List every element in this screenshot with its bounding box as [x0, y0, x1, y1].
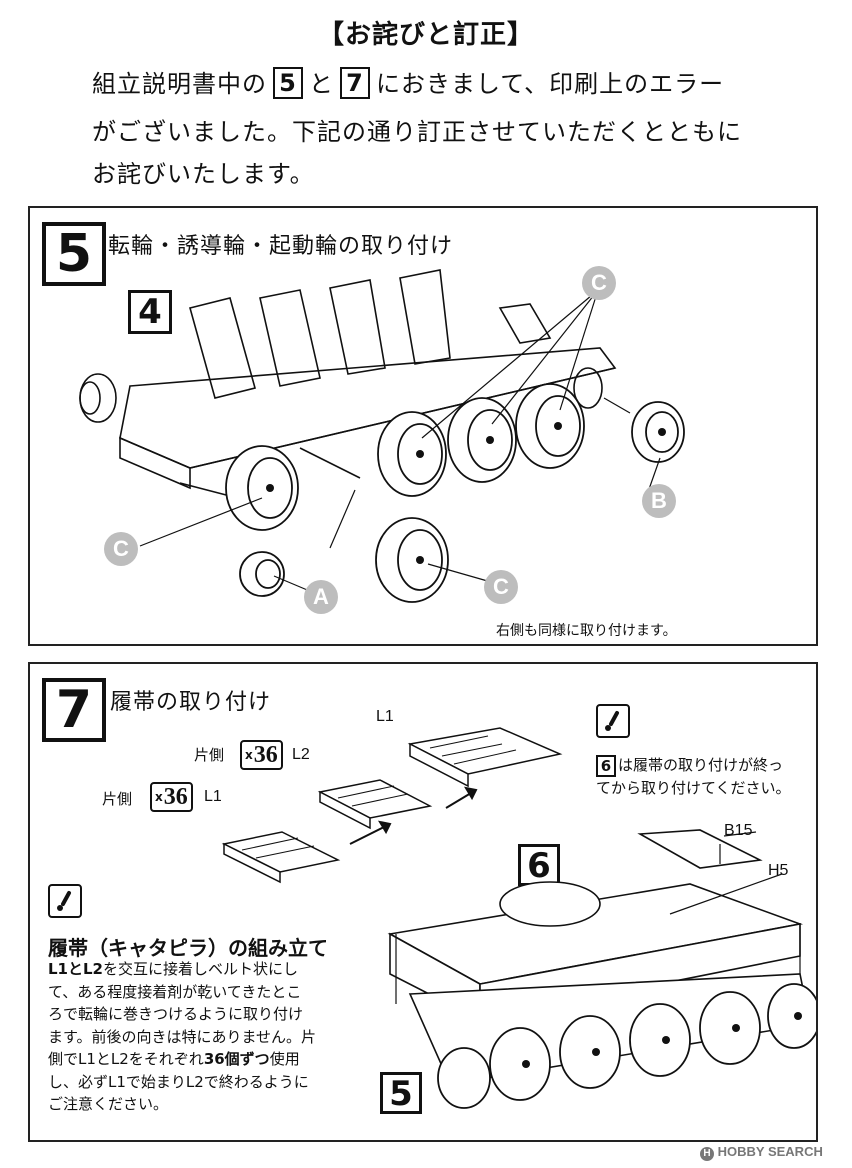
step-5-number: 5: [42, 222, 106, 286]
instruction-line-5c: 使用: [269, 1050, 300, 1068]
instruction-line-7: ご注意ください。: [48, 1095, 169, 1113]
instruction-line-1-text: を交互に接着しベルト状にし: [103, 960, 299, 978]
part-callout-b: B: [642, 484, 676, 518]
instruction-line-3: ろで転輪に巻きつけるように取り付け: [48, 1005, 304, 1023]
caution-icon-1: [596, 704, 630, 738]
intro-line-3: お詫びいたします。: [92, 160, 315, 188]
part-label-h5: H5: [768, 862, 789, 879]
sub-step-5: 5: [380, 1072, 422, 1114]
intro-step-box-7: 7: [340, 67, 370, 99]
instruction-parts-l1-l2: L1とL2: [48, 960, 103, 978]
step-7-number: 7: [42, 678, 106, 742]
caution-badge-6: 6: [596, 754, 616, 777]
count-value: 36: [253, 741, 278, 768]
intro-text-1: 組立説明書中の: [92, 70, 267, 98]
part-callout-a: A: [304, 580, 338, 614]
per-side-label-l1: 片側: [102, 790, 133, 808]
instruction-line-2: て、ある程度接着剤が乾いてきたとこ: [48, 982, 302, 1001]
intro-text-mid: と: [309, 70, 334, 98]
step-7-heading: 履帯の取り付け: [110, 690, 272, 715]
step-5-note: 右側も同様に取り付けます。: [496, 623, 677, 639]
assembly-title: 履帯（キャタピラ）の組み立て: [48, 936, 328, 960]
part-label-l2: L2: [292, 746, 310, 763]
caution-glyph: [57, 891, 71, 911]
page-title: 【お詫びと訂正】: [317, 20, 534, 50]
per-side-label-l2: 片側: [194, 746, 225, 764]
step-5-heading: 転輪・誘導輪・起動輪の取り付け: [108, 234, 454, 259]
intro-line-2: がございました。下記の通り訂正させていただくとともに: [92, 118, 742, 146]
instruction-line-4: ます。前後の向きは特にありません。片: [48, 1027, 317, 1046]
instruction-line-1: L1とL2を交互に接着しベルト状にし: [48, 958, 378, 981]
sub-step-4: 4: [128, 290, 172, 334]
watermark-text: HOBBY SEARCH: [717, 1144, 823, 1159]
part-label-l1: L1: [204, 788, 222, 805]
instruction-line-5: 側でL1とL2をそれぞれ36個ずつ使用: [48, 1048, 378, 1071]
caution-note-1-line1: は履帯の取り付けが終っ: [618, 756, 784, 774]
intro-text-2: におきまして、印刷上のエラー: [376, 70, 725, 98]
part-callout-c-left: C: [104, 532, 138, 566]
count-prefix: x: [245, 748, 253, 762]
caution-icon-2: [48, 884, 82, 918]
tank-illustration: [387, 829, 816, 1109]
count-prefix: x: [155, 790, 163, 804]
watermark: H HOBBY SEARCH: [700, 1144, 823, 1161]
caution-note-1-line2: てから取り付けてください。: [596, 778, 791, 797]
assembly-instructions: L1とL2を交互に接着しベルト状にし て、ある程度接着剤が乾いてきたとこ ろで転…: [48, 958, 378, 1116]
part-label-l1-top: L1: [376, 708, 394, 725]
chassis-illustration: [79, 269, 685, 603]
part-callout-c-bottom: C: [484, 570, 518, 604]
instruction-count-emphasis: 36個ずつ: [203, 1050, 270, 1068]
part-callout-c-top: C: [582, 266, 616, 300]
track-links-illustration: [221, 727, 563, 884]
count-value: 36: [163, 783, 188, 810]
watermark-logo: H: [700, 1147, 714, 1161]
step-5-panel: 5 転輪・誘導輪・起動輪の取り付け 4: [28, 206, 818, 646]
caution-glyph: [605, 711, 619, 731]
instruction-line-6: し、必ずL1で始まりL2で終わるように: [48, 1072, 309, 1091]
instruction-line-5a: 側でL1とL2をそれぞれ: [48, 1050, 204, 1068]
intro-step-box-5: 5: [273, 67, 303, 99]
